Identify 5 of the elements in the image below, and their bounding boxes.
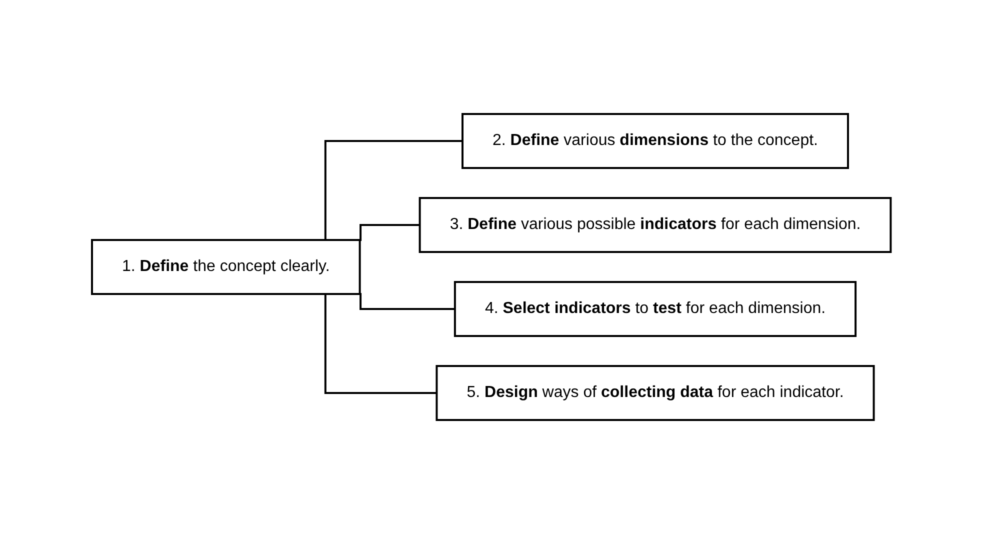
node-box: 1. Define the concept clearly. bbox=[91, 238, 361, 294]
node-box: 5. Design ways of collecting data for each indicator. bbox=[436, 364, 875, 420]
node-box: 4. Select indicators to test for each dimension. bbox=[454, 280, 857, 336]
node-box: 2. Define various dimensions to the concept. bbox=[462, 112, 850, 168]
node-box: 3. Define various possible indicators for each dimension. bbox=[418, 196, 892, 252]
